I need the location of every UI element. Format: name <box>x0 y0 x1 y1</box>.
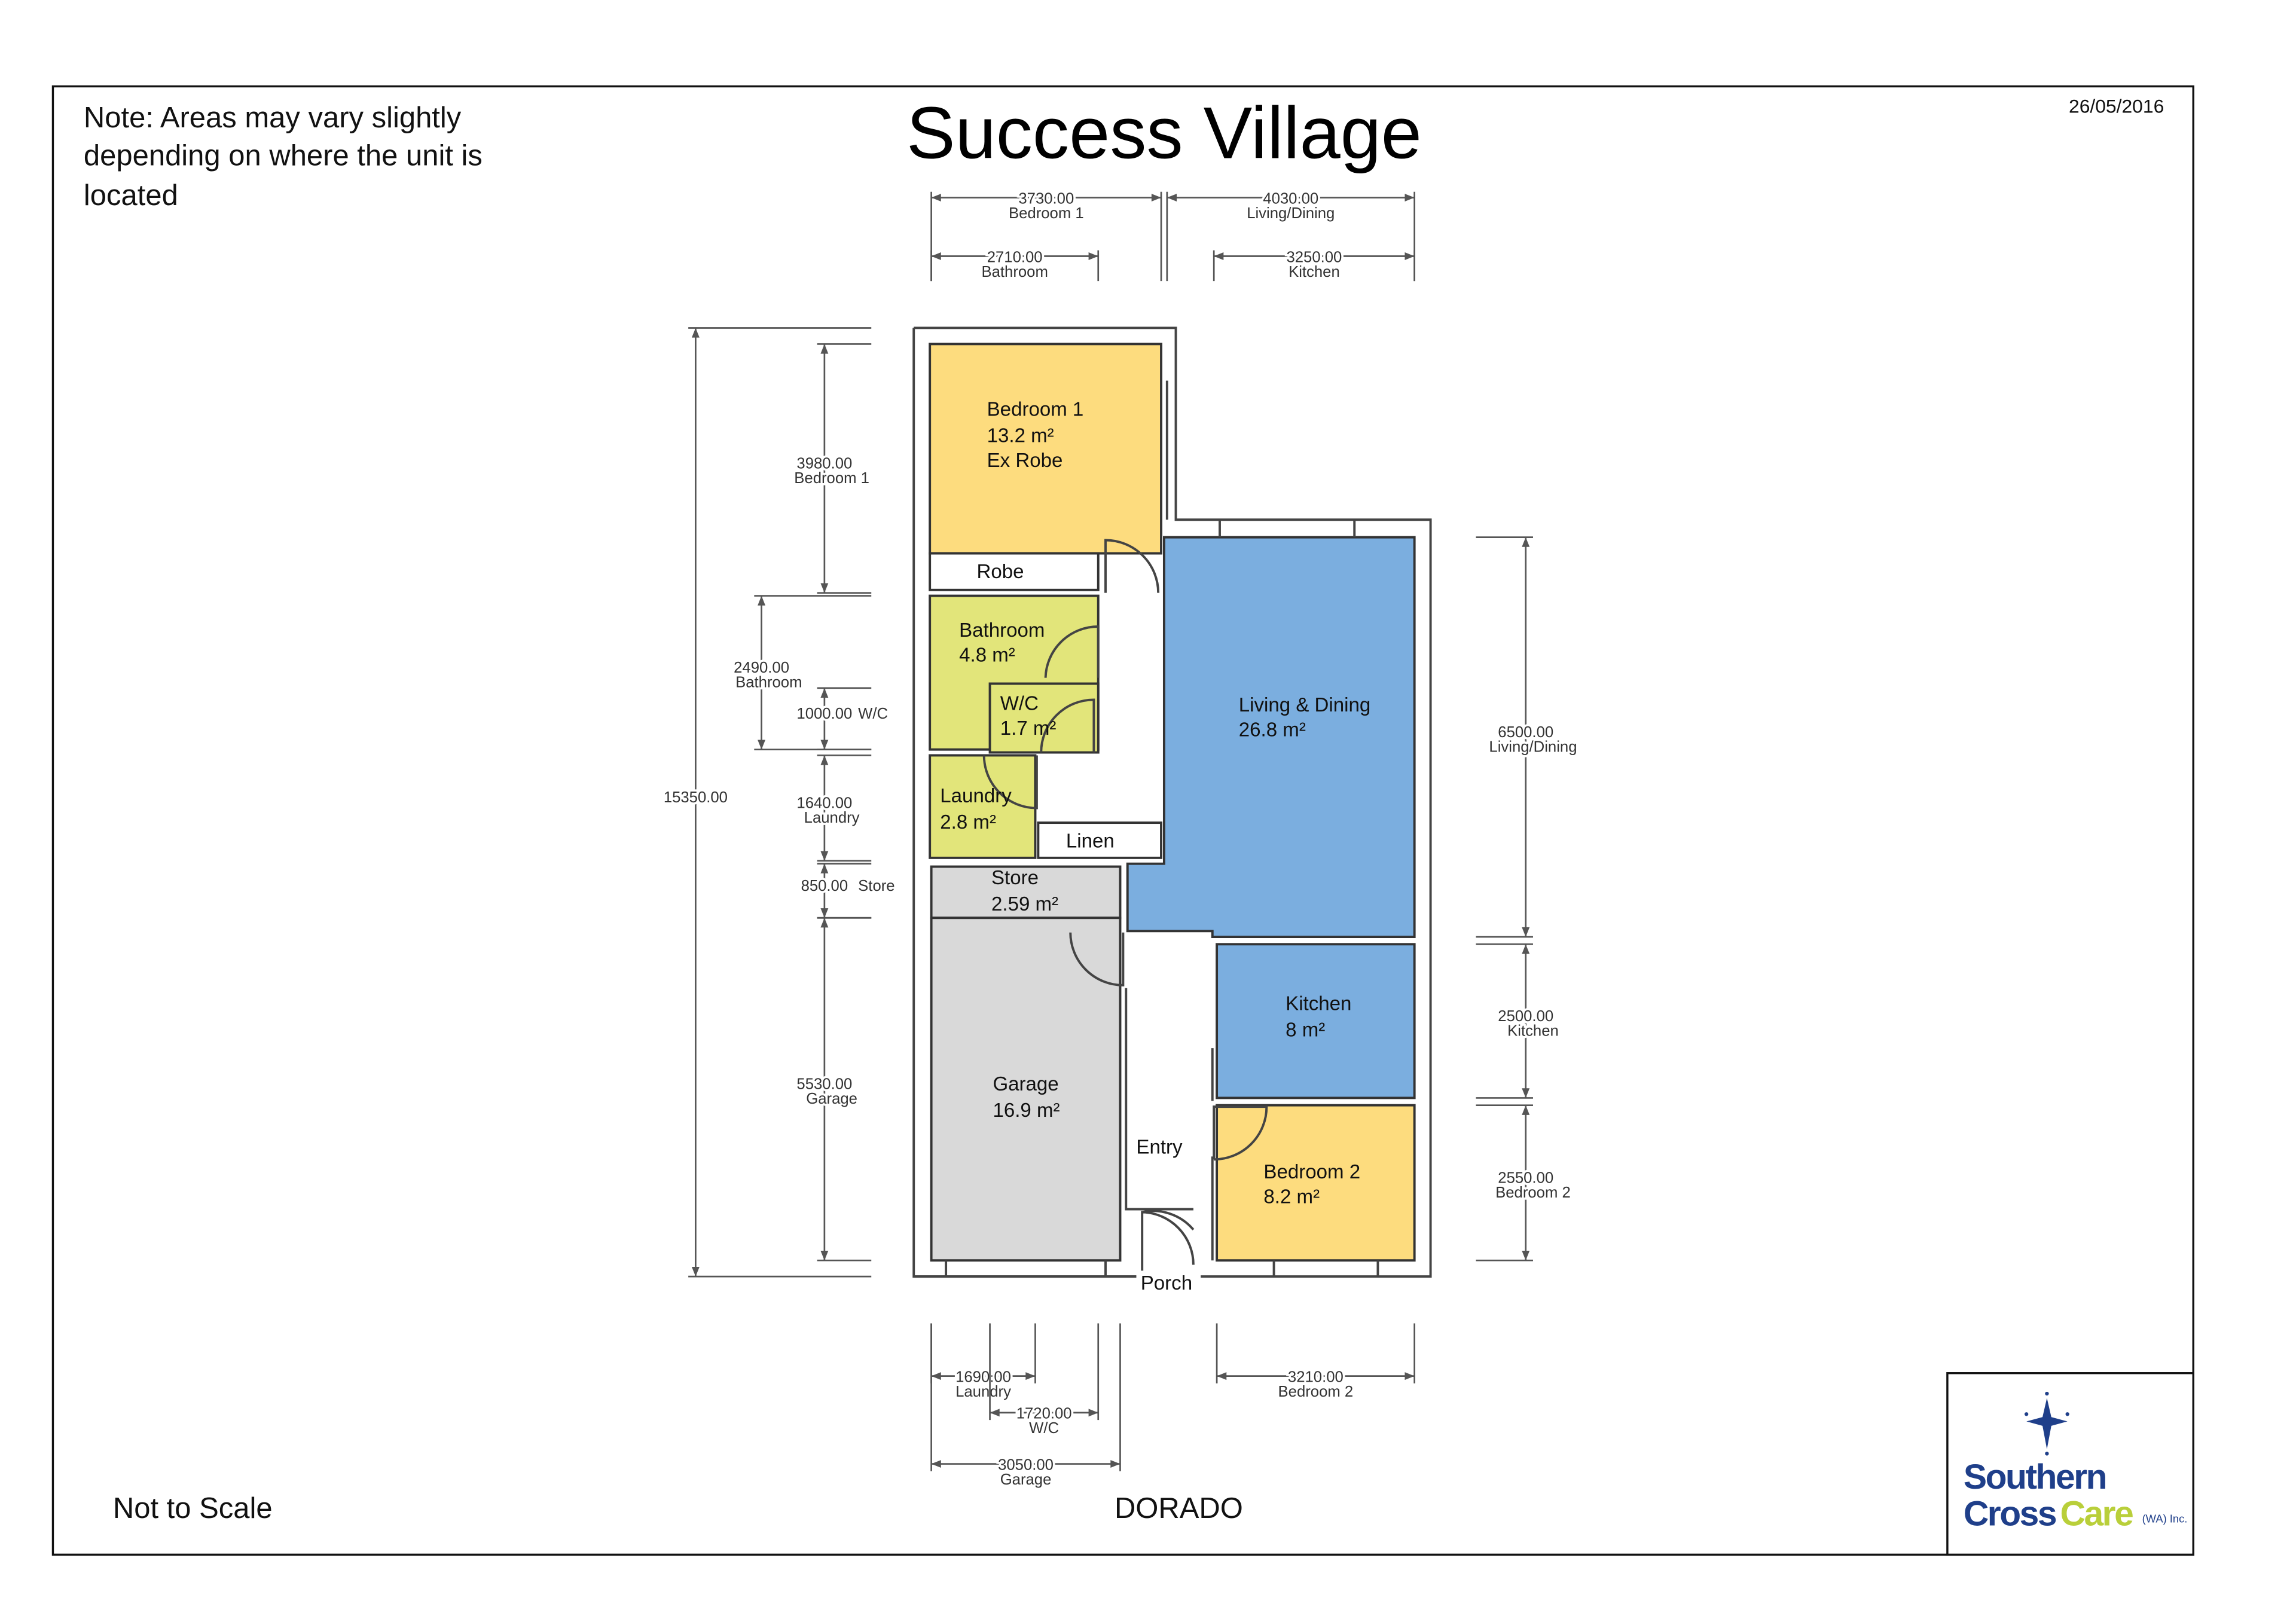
store-name: Store <box>991 867 1039 889</box>
windows <box>945 380 1379 1277</box>
dimension-value: 4030.00 <box>1263 190 1318 207</box>
dimension-value: 2490.00 <box>734 659 789 676</box>
exterior-wall-inner <box>912 328 1137 1278</box>
note-line-2: depending on where the unit is <box>84 140 483 172</box>
bedroom-2-name: Bedroom 2 <box>1263 1161 1360 1183</box>
living-area: 26.8 m² <box>1239 719 1306 741</box>
linen-name: Linen <box>1066 830 1115 853</box>
dimension-label: Bedroom 2 <box>1278 1383 1354 1400</box>
plan-name: DORADO <box>1115 1492 1243 1525</box>
dimension-value: 3730.00 <box>1018 190 1074 207</box>
robe-name: Robe <box>977 561 1024 583</box>
dimension-label: Bedroom 1 <box>794 470 869 487</box>
bedroom-1-name: Bedroom 1 <box>987 398 1084 420</box>
star-cross-icon <box>2024 1391 2069 1456</box>
dimension-value: 1720.00 <box>1016 1406 1072 1422</box>
dimension-label: Laundry <box>955 1383 1011 1400</box>
room-wc <box>988 682 1100 754</box>
garage-name: Garage <box>993 1073 1058 1095</box>
kitchen-name: Kitchen <box>1286 993 1351 1015</box>
dimension-label: W/C <box>1029 1420 1059 1437</box>
dimension-value: 1000.00 <box>796 705 852 722</box>
entry-name: Entry <box>1136 1136 1183 1158</box>
dimension-label: Bedroom 1 <box>1009 205 1084 222</box>
room-robe <box>929 552 1100 591</box>
dimension-label: Living/Dining <box>1247 205 1335 222</box>
entry-walls <box>1125 988 1214 1261</box>
dimension-label: Kitchen <box>1289 264 1340 280</box>
dimension-value: 3980.00 <box>796 456 852 472</box>
wc-name: W/C <box>1000 693 1039 715</box>
logo-cross: Cross <box>1964 1494 2056 1533</box>
bathroom-area: 4.8 m² <box>959 644 1015 667</box>
room-store <box>930 865 1122 920</box>
laundry-name: Laundry <box>940 785 1012 807</box>
dimension-label: W/C <box>858 705 888 722</box>
dimension-value: 1640.00 <box>796 795 852 812</box>
dimension-value: 3050.00 <box>998 1456 1054 1473</box>
dimension-label: Laundry <box>804 810 860 826</box>
dimension-value: 2500.00 <box>1498 1008 1553 1025</box>
living-name: Living & Dining <box>1239 694 1370 716</box>
porch-name: Porch <box>1141 1272 1192 1294</box>
bathroom-name: Bathroom <box>959 619 1045 642</box>
dimension-value: 2550.00 <box>1498 1169 1553 1186</box>
room-garage <box>930 917 1122 1262</box>
dimension-value: 5530.00 <box>796 1076 852 1093</box>
garage-area: 16.9 m² <box>993 1099 1060 1122</box>
dimension-value: 2710.00 <box>987 249 1043 265</box>
kitchen-area: 8 m² <box>1286 1019 1325 1041</box>
dimension-value: 15350.00 <box>664 789 728 806</box>
bedroom-2-area: 8.2 m² <box>1263 1186 1320 1208</box>
room-living-dining <box>1126 536 1416 939</box>
room-bedroom-1 <box>929 343 1162 555</box>
dimension-label: Kitchen <box>1507 1022 1559 1039</box>
dimension-label: Living/Dining <box>1489 738 1577 755</box>
room-bedroom-2 <box>1216 1104 1416 1262</box>
logo-line-1: Southern <box>1964 1458 2106 1496</box>
wc-area: 1.7 m² <box>1000 717 1057 740</box>
laundry-area: 2.8 m² <box>940 811 996 833</box>
dimension-label: Bathroom <box>735 674 802 691</box>
room-kitchen <box>1216 943 1416 1099</box>
dimension-value: 3210.00 <box>1288 1369 1344 1385</box>
date: 26/05/2016 <box>2069 96 2164 117</box>
dimension-value: 3250.00 <box>1286 249 1342 265</box>
dimension-label: Store <box>858 878 894 894</box>
dimension-label: Garage <box>1000 1471 1052 1488</box>
dimension-value: 1690.00 <box>955 1369 1011 1385</box>
dimension-value: 850.00 <box>801 878 848 894</box>
room-laundry <box>929 754 1037 859</box>
scale-note: Not to Scale <box>113 1492 273 1525</box>
logo-care: Care <box>2060 1494 2133 1533</box>
dimension-label: Bedroom 2 <box>1495 1184 1571 1201</box>
room-linen <box>1037 821 1162 859</box>
dimension-label: Bathroom <box>981 264 1048 280</box>
page-title: Success Village <box>906 91 1422 173</box>
dimension-label: Garage <box>806 1091 857 1107</box>
bedroom-1-area: 13.2 m² <box>987 424 1054 447</box>
logo-suffix: (WA) Inc. <box>2142 1512 2188 1525</box>
note-line-3: located <box>84 179 178 212</box>
bedroom-1-extra: Ex Robe <box>987 450 1063 472</box>
door-swings <box>982 539 1268 1271</box>
sheet-border <box>51 85 2194 1556</box>
note-line-1: Note: Areas may vary slightly <box>84 102 462 134</box>
store-area: 2.59 m² <box>991 893 1058 915</box>
dimension-value: 6500.00 <box>1498 724 1553 741</box>
